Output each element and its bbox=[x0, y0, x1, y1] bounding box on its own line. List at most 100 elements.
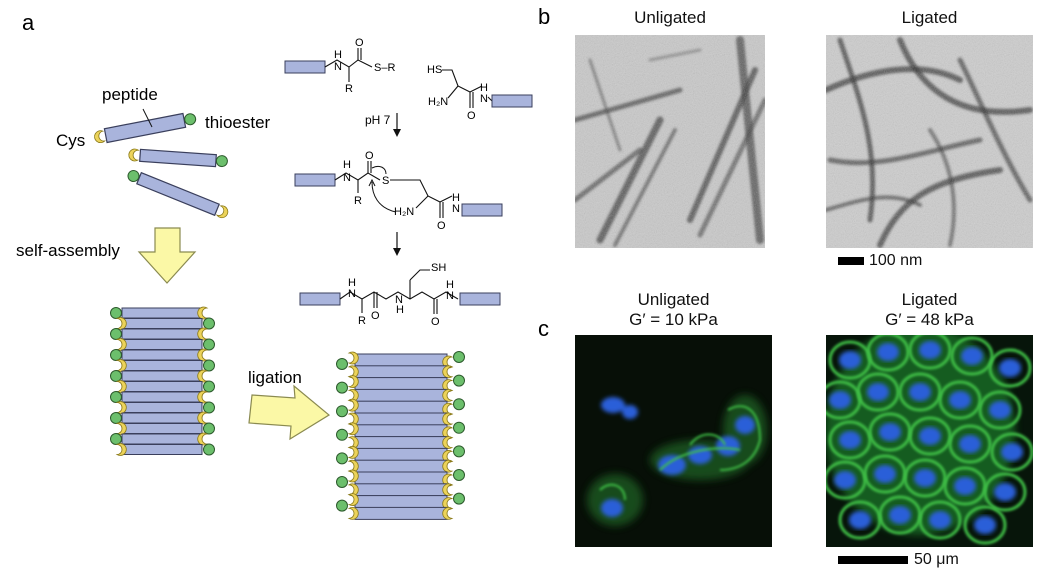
cys-crescent-icon bbox=[347, 422, 359, 436]
peptide-bar bbox=[354, 400, 448, 414]
peptide-bar bbox=[121, 402, 203, 413]
cys-crescent-icon bbox=[347, 365, 359, 379]
thioester-circle-icon bbox=[203, 359, 215, 372]
thioester-circle-icon bbox=[203, 380, 215, 393]
cell-nucleus bbox=[874, 465, 896, 483]
svg-text:HS: HS bbox=[427, 64, 442, 76]
cys-crescent-icon bbox=[442, 379, 454, 392]
tem-image-ligated bbox=[826, 35, 1033, 248]
cys-crescent-icon bbox=[347, 483, 359, 497]
cys-crescent-icon bbox=[442, 483, 454, 497]
peptide-bar bbox=[121, 328, 203, 340]
cys-crescent-icon bbox=[442, 365, 454, 379]
peptide-bar bbox=[354, 377, 448, 391]
cell-membrane bbox=[938, 380, 982, 420]
cys-crescent-icon bbox=[442, 436, 454, 449]
reaction-scheme: H N O R S–R HS H₂N O H N pH 7 H N O R S … bbox=[284, 37, 533, 328]
peptide-bar bbox=[354, 447, 448, 461]
cell-membrane bbox=[866, 335, 910, 372]
cell-nucleus bbox=[834, 471, 856, 489]
cell-nucleus bbox=[909, 383, 931, 401]
thioester-circle-icon bbox=[203, 443, 215, 456]
cys-crescent-icon bbox=[197, 348, 209, 362]
thioester-circle-icon bbox=[110, 307, 122, 319]
cell-nucleus bbox=[839, 351, 861, 369]
cys-crescent-icon bbox=[197, 432, 209, 446]
peptide-bar bbox=[121, 381, 203, 392]
ph-label: pH 7 bbox=[365, 113, 391, 127]
cell-nucleus bbox=[994, 483, 1016, 501]
cys-crescent-icon bbox=[442, 426, 454, 440]
peptide-bar bbox=[121, 339, 203, 350]
cell-nucleus bbox=[959, 435, 981, 453]
peptide-bar bbox=[121, 423, 203, 434]
svg-text:SH: SH bbox=[431, 262, 446, 274]
cell-nucleus bbox=[879, 423, 901, 441]
svg-text:N: N bbox=[348, 288, 356, 300]
svg-text:S–R: S–R bbox=[374, 62, 395, 74]
tem-scale-label: 100 nm bbox=[869, 252, 923, 269]
cell-nucleus bbox=[999, 359, 1021, 377]
peptide-bar bbox=[121, 318, 203, 329]
svg-text:H: H bbox=[348, 277, 356, 289]
peptide-bar bbox=[354, 459, 448, 473]
peptide-bar bbox=[121, 307, 203, 319]
cell-nucleus bbox=[974, 516, 996, 534]
cell-membrane bbox=[903, 458, 947, 498]
peptide-bar bbox=[354, 436, 448, 450]
cell-nucleus bbox=[919, 427, 941, 445]
thioester-circle-icon bbox=[110, 370, 122, 382]
self-assembly-label: self-assembly bbox=[16, 241, 120, 260]
cys-crescent-icon bbox=[442, 355, 454, 369]
cell-membrane bbox=[908, 335, 952, 370]
peptide-bar bbox=[121, 349, 203, 361]
cell-membrane bbox=[963, 505, 1007, 545]
cell-membrane bbox=[978, 390, 1022, 430]
fluorescence-scale-bar bbox=[838, 556, 908, 564]
thioester-circle-icon bbox=[203, 317, 215, 330]
cys-crescent-icon bbox=[347, 436, 359, 449]
cys-crescent-icon bbox=[347, 398, 359, 412]
cell-nucleus bbox=[867, 383, 889, 401]
svg-text:H: H bbox=[452, 192, 460, 204]
peptide-bar bbox=[121, 360, 203, 371]
cell-nucleus bbox=[919, 341, 941, 359]
peptide-label: peptide bbox=[102, 85, 158, 104]
cys-crescent-icon bbox=[347, 446, 359, 459]
panel-c-letter: c bbox=[538, 316, 549, 341]
peptide-bar bbox=[354, 365, 448, 379]
thioester-circle-icon bbox=[110, 349, 122, 361]
panel-a-letter: a bbox=[22, 10, 35, 35]
cys-crescent-icon bbox=[442, 459, 454, 473]
ligated-fiber-stack bbox=[336, 351, 465, 520]
tem-scale-bar bbox=[838, 257, 864, 265]
svg-text:H: H bbox=[343, 159, 351, 171]
cell-nucleus bbox=[877, 343, 899, 361]
peptide-bar bbox=[121, 444, 203, 455]
cys-crescent-icon bbox=[94, 130, 106, 144]
thioester-circle-icon bbox=[453, 421, 465, 434]
svg-text:H: H bbox=[480, 82, 488, 94]
thioester-circle-icon bbox=[336, 428, 348, 441]
peptide-bar bbox=[354, 495, 448, 509]
cys-crescent-icon bbox=[115, 317, 127, 330]
cys-crescent-icon bbox=[115, 422, 127, 435]
cell-nucleus bbox=[961, 347, 983, 365]
cell-membrane bbox=[950, 336, 994, 376]
fluor-title-ligated: Ligated bbox=[901, 290, 958, 309]
cys-crescent-icon bbox=[442, 507, 454, 520]
cell-membrane bbox=[990, 432, 1033, 472]
peptide-bar bbox=[121, 391, 203, 403]
cell-membrane bbox=[908, 416, 952, 456]
assembled-fiber-stack bbox=[110, 306, 215, 456]
cell-nucleus bbox=[839, 431, 861, 449]
svg-text:O: O bbox=[467, 110, 476, 122]
thioester-circle-icon bbox=[453, 445, 465, 458]
svg-text:H: H bbox=[334, 49, 342, 61]
thioester-circle-icon bbox=[110, 328, 122, 340]
cys-crescent-icon bbox=[347, 389, 359, 402]
cys-crescent-icon bbox=[197, 411, 209, 425]
cys-crescent-icon bbox=[442, 389, 454, 402]
cys-crescent-icon bbox=[115, 443, 127, 456]
